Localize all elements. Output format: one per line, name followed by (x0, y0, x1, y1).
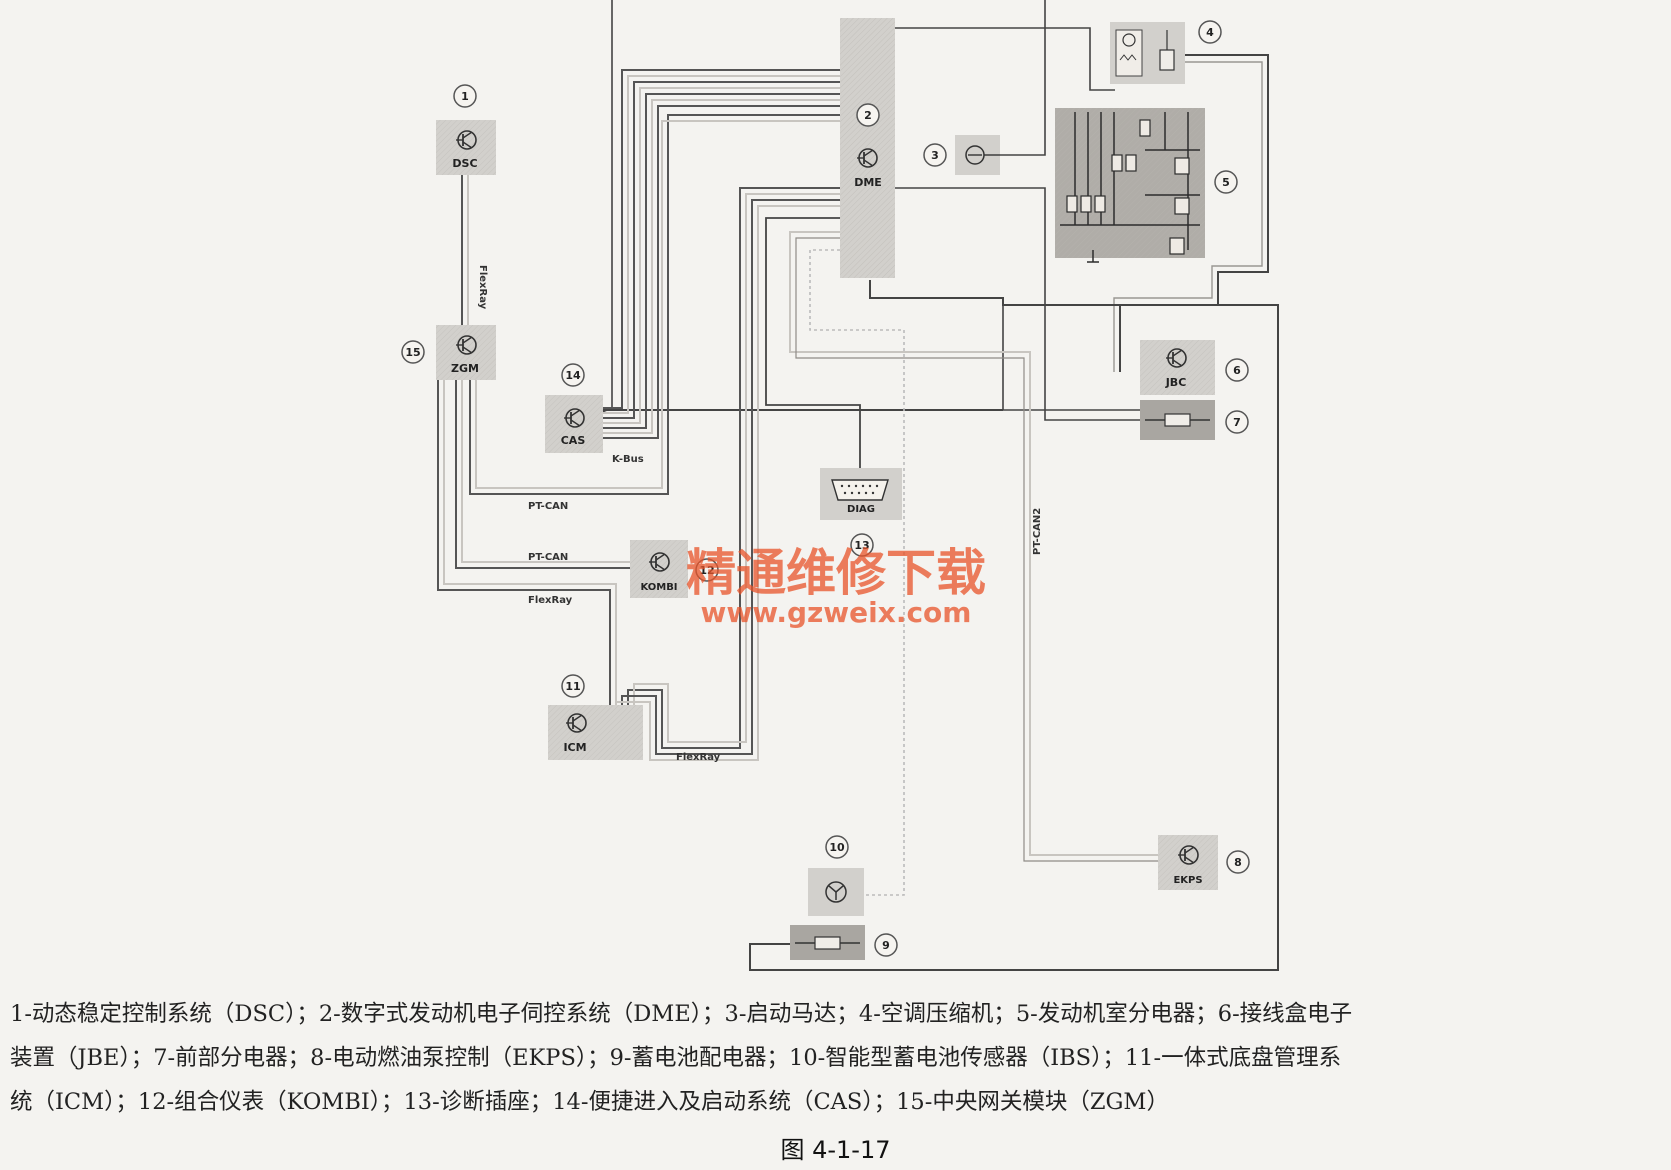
svg-text:14: 14 (565, 369, 581, 382)
caption: 1-动态稳定控制系统（DSC）；2-数字式发动机电子伺控系统（DME）；3-启动… (10, 992, 1660, 1124)
label-ptcan2: PT-CAN2 (1032, 508, 1043, 555)
callout-14: 14 (561, 363, 585, 387)
module-ekps: EKPS (1158, 835, 1218, 890)
wire-zgm-kombi (455, 380, 632, 569)
module-dsc: DSC (436, 120, 496, 175)
module-dme: DME (840, 18, 895, 278)
flexray-dme-icm (615, 187, 840, 761)
module-diag: DIAG (820, 468, 902, 520)
wire-ptcan2-2 (795, 237, 1160, 862)
wire-zgm-icm (437, 380, 611, 710)
label-flexray-bottom: FlexRay (676, 752, 721, 763)
callout-8: 8 (1226, 850, 1250, 874)
dme-label: DME (854, 176, 882, 189)
module-icm: ICM (548, 705, 643, 760)
dsc-label: DSC (452, 157, 477, 170)
label-kbus: K-Bus (612, 454, 644, 465)
module-cas: CAS (545, 395, 603, 453)
diag-label: DIAG (847, 504, 875, 515)
wire-ptcan-dme-2 (475, 120, 840, 489)
module-jbe: JBC (1140, 340, 1215, 395)
module-starter (955, 135, 1000, 175)
kombi-label: KOMBI (640, 582, 677, 593)
jbc-label: JBC (1165, 376, 1187, 389)
svg-text:15: 15 (405, 346, 420, 359)
watermark-cn: 精通维修下载 (686, 544, 986, 602)
callout-6: 6 (1225, 358, 1249, 382)
module-kombi: KOMBI (630, 540, 688, 598)
svg-text:3: 3 (931, 149, 939, 162)
figure-title: 图 4-1-17 (780, 1136, 891, 1164)
callout-15: 15 (401, 340, 425, 364)
wire-zgm-icm-2 (443, 380, 617, 710)
module-engine-distributor (1055, 108, 1205, 263)
caption-line-3: 统（ICM）；12-组合仪表（KOMBI）；13-诊断插座；14-便捷进入及启动… (10, 1089, 1169, 1115)
kbus-bundle (600, 69, 840, 439)
svg-text:8: 8 (1234, 856, 1242, 869)
svg-text:10: 10 (829, 841, 845, 854)
callout-9: 9 (874, 933, 898, 957)
svg-text:4: 4 (1206, 26, 1214, 39)
label-ptcan-top: PT-CAN (528, 501, 568, 512)
callout-5: 5 (1214, 170, 1238, 194)
callout-2: 2 (856, 103, 880, 127)
watermark: 精通维修下载 www.gzweix.com (686, 544, 986, 629)
svg-text:7: 7 (1233, 416, 1241, 429)
wire-dme-ac (893, 27, 1115, 91)
wire-top-loop (582, 0, 613, 421)
wires (437, 0, 1279, 971)
callout-1: 1 (453, 84, 477, 108)
label-flexray-mid: FlexRay (528, 595, 573, 606)
module-ibs (808, 868, 864, 916)
callouts: 1 2 3 4 5 6 7 8 9 10 11 12 13 14 15 (401, 20, 1250, 957)
label-flexray-dsc: FlexRay (477, 265, 488, 310)
caption-line-2: 装置（JBE）；7-前部分电器；8-电动燃油泵控制（EKPS）；9-蓄电池配电器… (10, 1045, 1342, 1071)
wire-dme-front (893, 187, 1140, 421)
wire-ibs-dotted (809, 249, 905, 896)
wire-dme-diag (765, 217, 861, 468)
watermark-url: www.gzweix.com (701, 596, 972, 629)
wire-ptcan2 (789, 231, 1160, 856)
svg-text:12: 12 (699, 564, 714, 577)
module-battery-distributor (790, 925, 865, 960)
callout-7: 7 (1225, 410, 1249, 434)
bus-labels: FlexRay K-Bus PT-CAN PT-CAN FlexRay Flex… (477, 265, 1043, 763)
callout-12: 12 (695, 558, 719, 582)
wire-ac-right-2 (1113, 61, 1263, 372)
callout-4: 4 (1198, 20, 1222, 44)
wire-main-loop (749, 280, 1279, 971)
callout-11: 11 (561, 674, 585, 698)
svg-text:5: 5 (1222, 176, 1230, 189)
caption-line-1: 1-动态稳定控制系统（DSC）；2-数字式发动机电子伺控系统（DME）；3-启动… (10, 1001, 1353, 1027)
svg-text:2: 2 (864, 109, 872, 122)
wire-ptcan-dme (469, 114, 840, 495)
ekps-label: EKPS (1173, 875, 1202, 886)
wire-top-right (988, 0, 1046, 156)
module-ac-compressor (1110, 22, 1185, 84)
svg-text:6: 6 (1233, 364, 1241, 377)
svg-text:11: 11 (565, 680, 580, 693)
label-ptcan-mid: PT-CAN (528, 552, 568, 563)
zgm-label: ZGM (451, 362, 479, 375)
wire-zgm-kombi-2 (461, 380, 632, 563)
module-front-distributor (1140, 400, 1215, 440)
svg-text:9: 9 (882, 939, 890, 952)
callout-10: 10 (825, 835, 849, 859)
module-zgm: ZGM (436, 325, 496, 380)
svg-text:1: 1 (461, 90, 469, 103)
icm-label: ICM (563, 741, 586, 754)
callout-13: 13 (850, 533, 874, 557)
cas-label: CAS (561, 434, 586, 447)
callout-3: 3 (923, 143, 947, 167)
svg-text:13: 13 (854, 539, 869, 552)
wiring-diagram: DME (401, 0, 1279, 971)
